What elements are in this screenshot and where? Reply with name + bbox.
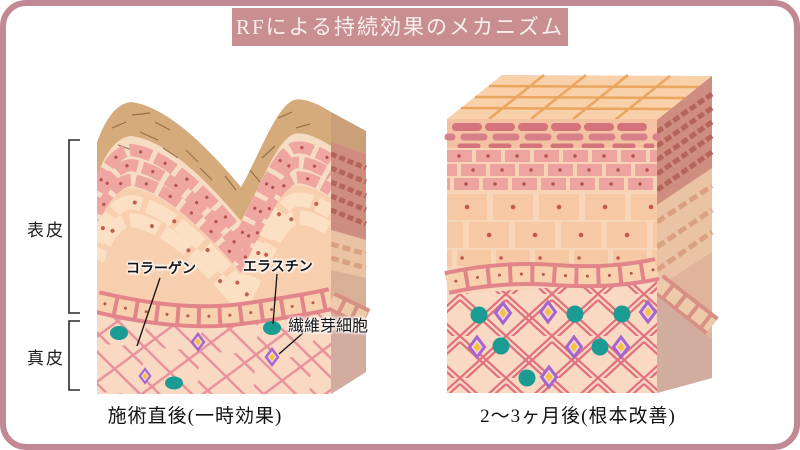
fibroblast-label: 繊維芽細胞 — [288, 318, 369, 335]
epidermis-brick-rows-right — [445, 148, 659, 193]
right-skin-diagram — [444, 74, 719, 393]
teal-cell-icon — [566, 305, 584, 323]
teal-cell-icon — [492, 337, 510, 355]
right-panel-caption: 2〜3ヶ月後(根本改善) — [480, 406, 676, 427]
elastin-pointer-line — [272, 273, 278, 325]
teal-cell-icon — [591, 338, 609, 356]
teal-cell-icon — [613, 305, 631, 323]
collagen-pointer-line — [136, 277, 161, 347]
peach-cell-rows-left — [97, 192, 331, 318]
lower-epidermis-right — [444, 194, 660, 266]
right-panel-front-face — [444, 119, 661, 393]
elastin-label: エラスチン — [243, 258, 313, 274]
left-panel-side-face — [326, 112, 371, 394]
teal-cell-icon — [165, 376, 183, 390]
basal-layer-right — [444, 257, 660, 295]
left-skin-diagram — [97, 99, 371, 394]
epidermis-brick-rows-left — [97, 141, 331, 276]
epidermis-label: 表皮 — [27, 221, 65, 240]
epidermis-bracket — [68, 139, 80, 314]
right-panel-top-face — [447, 74, 712, 121]
fibroblast-pointer-line — [278, 332, 304, 355]
dermis-label: 真皮 — [27, 349, 65, 368]
teal-cell-icon — [470, 306, 488, 324]
title-banner: RFによる持続効果のメカニズム — [232, 8, 568, 46]
basal-layer-left — [97, 287, 331, 329]
collagen-label: コラーゲン — [126, 260, 196, 276]
stratum-corneum-left — [97, 99, 331, 221]
left-panel-front-face — [97, 99, 331, 394]
right-panel-side-face — [650, 76, 719, 393]
teal-cell-icon — [110, 326, 128, 340]
dermis-bracket — [68, 320, 80, 391]
left-panel-caption: 施術直後(一時効果) — [107, 406, 283, 427]
teal-cell-icon — [518, 369, 536, 387]
dermis-cells-left — [110, 321, 281, 390]
stratum-corneum-right — [444, 119, 661, 149]
teal-cell-icon — [263, 321, 281, 335]
